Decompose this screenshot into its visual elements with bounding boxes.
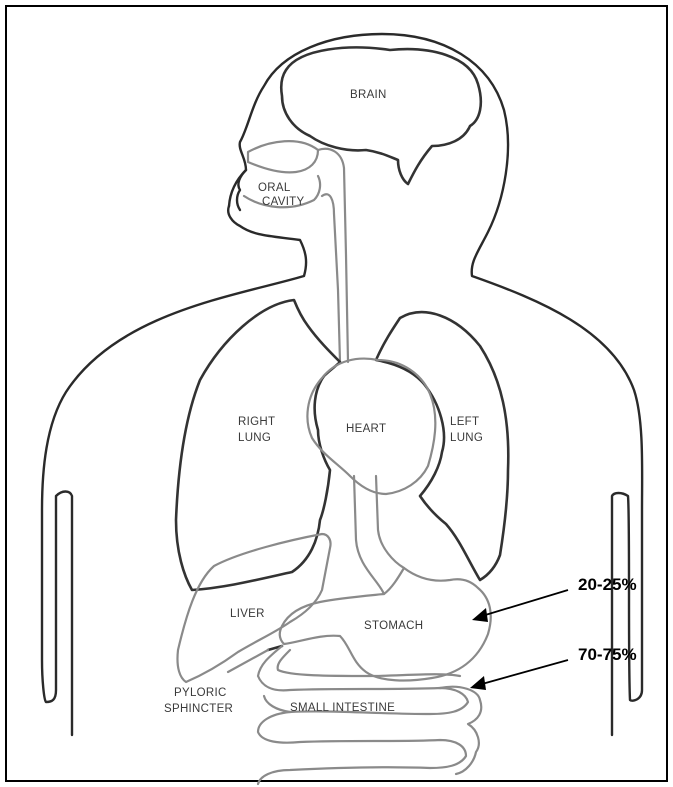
label-brain: BRAIN bbox=[350, 89, 387, 101]
label-oral-cavity-1: ORAL bbox=[258, 182, 291, 194]
label-small-intestine: SMALL INTESTINE bbox=[290, 702, 395, 714]
label-liver: LIVER bbox=[230, 608, 265, 620]
arrowhead-stomach bbox=[472, 608, 488, 622]
frame-border bbox=[6, 6, 667, 781]
arrow-to-stomach bbox=[482, 590, 568, 616]
body-outline-left bbox=[42, 206, 306, 735]
small-intestine-inner bbox=[278, 650, 460, 676]
label-left-lung-1: LEFT bbox=[450, 416, 479, 428]
label-oral-cavity-2: CAVITY bbox=[262, 196, 305, 208]
label-heart: HEART bbox=[346, 423, 386, 435]
arrow-to-intestine bbox=[482, 660, 568, 684]
pyloric-pointer bbox=[228, 650, 268, 672]
label-left-lung-2: LUNG bbox=[450, 432, 483, 444]
right-lung bbox=[176, 300, 340, 590]
esophagus bbox=[318, 149, 348, 362]
oral-cavity-outline bbox=[248, 141, 318, 172]
face-lips bbox=[237, 170, 246, 210]
small-intestine-coil-left bbox=[264, 696, 290, 712]
label-pyloric-2: SPHINCTER bbox=[164, 703, 233, 715]
esophagus-right bbox=[322, 194, 340, 362]
left-lung bbox=[376, 312, 508, 580]
label-stomach: STOMACH bbox=[364, 620, 423, 632]
label-right-lung-1: RIGHT bbox=[238, 416, 275, 428]
annotation-stomach-pct: 20-25% bbox=[578, 575, 637, 594]
annotation-intestine-pct: 70-75% bbox=[578, 645, 637, 664]
small-intestine-outline bbox=[258, 646, 468, 784]
brain-outline bbox=[281, 47, 481, 184]
body-outline bbox=[229, 34, 642, 735]
label-right-lung-2: LUNG bbox=[238, 432, 271, 444]
label-pyloric-1: PYLORIC bbox=[174, 687, 227, 699]
arrowhead-intestine bbox=[470, 676, 486, 690]
